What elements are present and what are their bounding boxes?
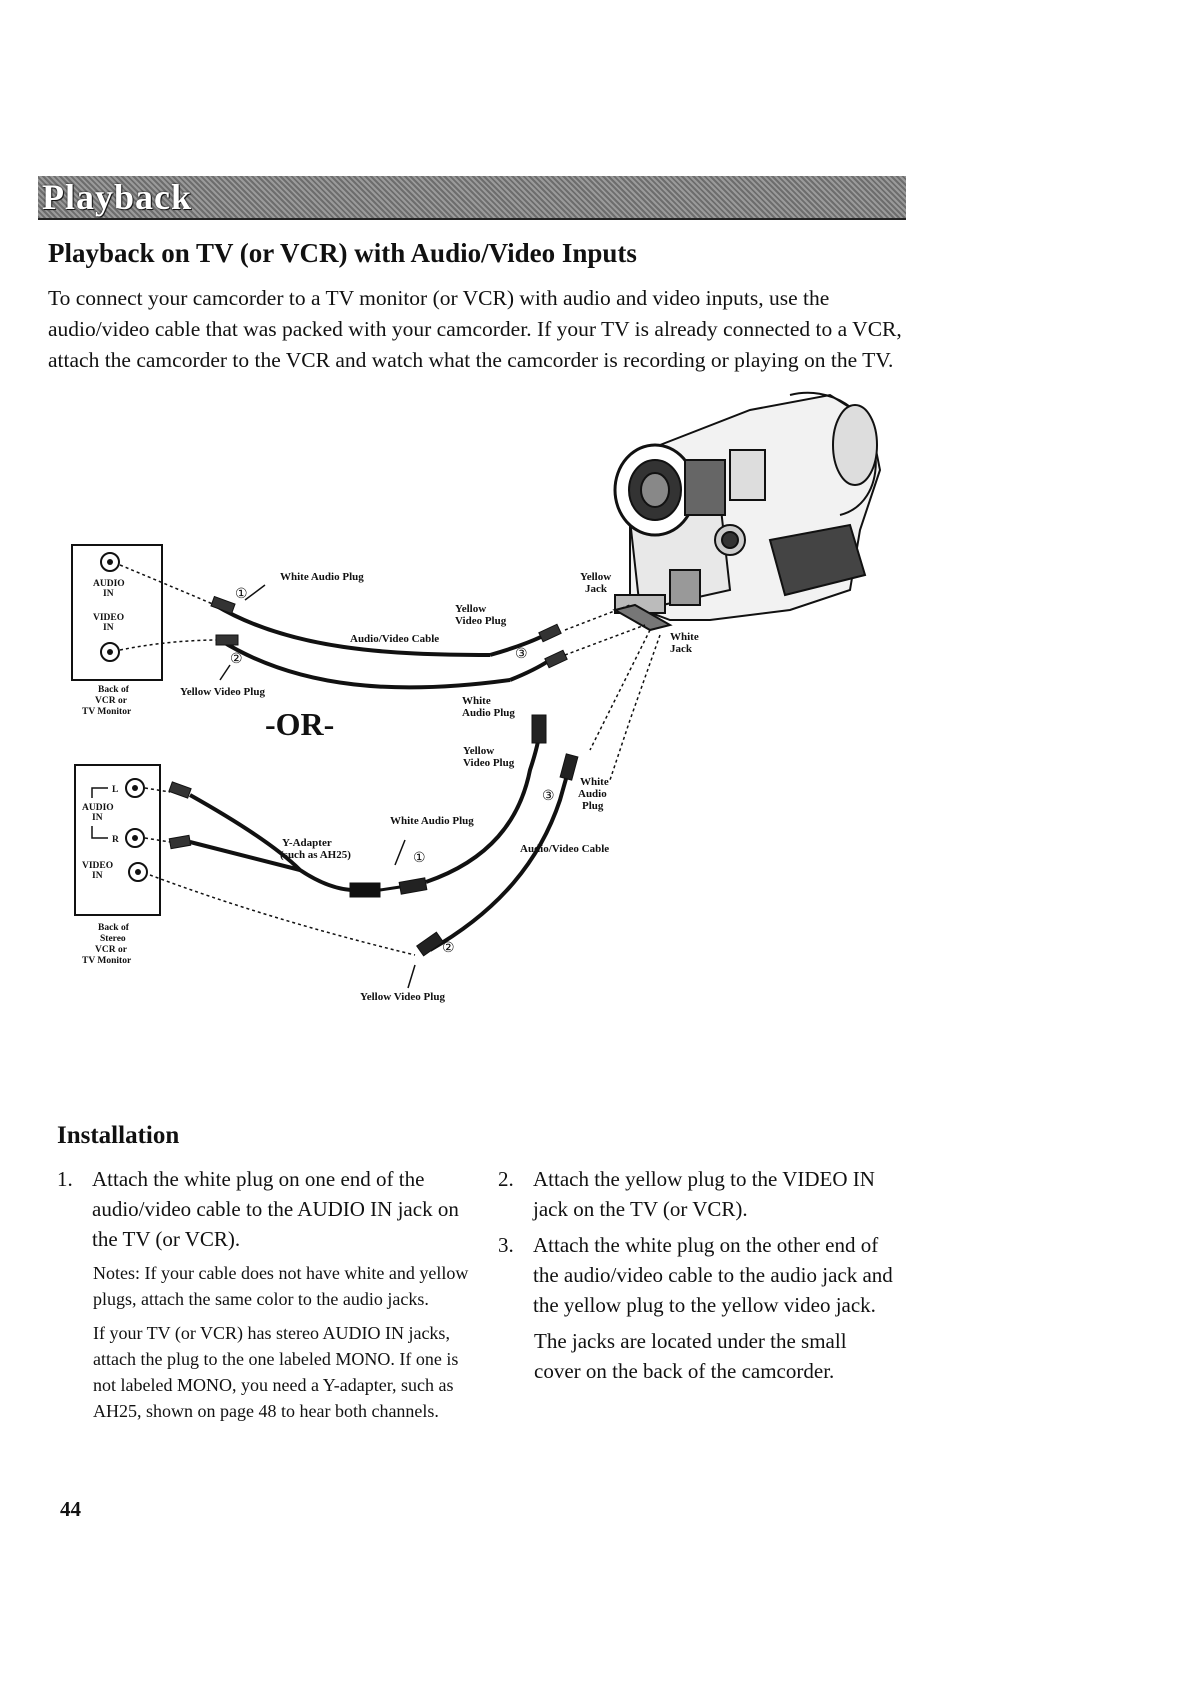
bottom-audio-in-label-2: IN [92,813,103,823]
section-banner: Playback [38,176,906,220]
bottom-caption-3: VCR or [95,945,128,955]
step-2-number: 2. [498,1167,514,1191]
av-cable-label-top: Audio/Video Cable [350,633,439,645]
or-label: -OR- [265,706,334,742]
video-plug-label-2: Video Plug [463,757,515,769]
top-caption-1: Back of [98,685,130,695]
top-caption-3: TV Monitor [82,707,132,717]
marker-1-top: ① [235,587,248,602]
bottom-video-in-label: VIDEO [82,861,113,871]
audio-in-label: AUDIO [93,579,125,589]
installation-column-left: 1. Attach the white plug on one end of t… [57,1164,477,1432]
marker-2-bottom: ② [442,941,455,956]
yellow-video-plug-label-top: Yellow Video Plug [180,686,265,698]
yellow-jack-label: Yellow [580,571,611,583]
step-2-text: Attach the yellow plug to the VIDEO IN j… [533,1167,875,1221]
video-plug-label: Video Plug [455,615,507,627]
y-adapter-example-label: (such as AH25) [280,849,351,861]
white-jack-label-2: Jack [670,643,693,655]
marker-2-top: ② [230,652,243,667]
yellow-label: Yellow [455,603,486,615]
step-3-text: Attach the white plug on the other end o… [533,1233,893,1317]
bottom-caption-4: TV Monitor [82,956,132,966]
left-channel-label: L [112,785,118,795]
white-jack-label: White [670,631,699,643]
bottom-video-in-label-2: IN [92,871,103,881]
intro-paragraph: To connect your camcorder to a TV monito… [48,286,902,372]
y-adapter-label: Y-Adapter [282,837,332,849]
yellow-jack-label-2: Jack [585,583,608,595]
audio-plug-label: Audio Plug [462,707,515,719]
video-in-label-2: IN [103,623,114,633]
step-3: 3. Attach the white plug on the other en… [498,1230,898,1320]
bottom-caption-1: Back of [98,923,130,933]
installation-column-right: 2. Attach the yellow plug to the VIDEO I… [498,1164,898,1386]
jacks-location-note: The jacks are located under the small co… [534,1329,847,1383]
page-number: 44 [60,1497,81,1521]
step-3-number: 3. [498,1233,514,1257]
step-1-text: Attach the white plug on one end of the … [92,1167,459,1251]
white-audio-plug-label-2: White Audio Plug [390,815,474,827]
connection-diagram: AUDIO IN VIDEO IN Back of VCR or TV Moni… [71,391,882,1003]
av-cable-label-bottom: Audio/Video Cable [520,843,609,855]
notes-text: Notes: If your cable does not have white… [93,1263,469,1309]
top-cable [119,564,661,781]
bottom-panel: L AUDIO IN R VIDEO IN Back of Stereo VCR… [74,764,161,966]
plug-label-3: Plug [582,800,604,812]
audio-label-3: Audio [578,788,607,800]
camcorder-illustration [612,391,882,632]
step-1: 1. Attach the white plug on one end of t… [57,1164,477,1254]
top-caption-2: VCR or [95,696,128,706]
yellow-video-plug-label-bottom: Yellow Video Plug [360,991,445,1003]
marker-3-top: ③ [515,647,528,662]
installation-heading: Installation [57,1122,180,1149]
step-1-number: 1. [57,1167,73,1191]
audio-in-label-2: IN [103,589,114,599]
white-audio-plug-label: White Audio Plug [280,571,364,583]
bottom-caption-2: Stereo [100,934,126,944]
bottom-audio-in-label: AUDIO [82,803,114,813]
step-2: 2. Attach the yellow plug to the VIDEO I… [498,1164,898,1224]
bottom-cable [144,714,579,989]
right-channel-label: R [112,835,119,845]
white-label-3: White [580,776,609,788]
white-label: White [462,695,491,707]
top-panel: AUDIO IN VIDEO IN Back of VCR or TV Moni… [71,544,163,717]
marker-3-bottom: ③ [542,789,555,804]
stereo-note-text: If your TV (or VCR) has stereo AUDIO IN … [93,1323,459,1421]
section-title: Playback [42,177,193,217]
yellow-label-2: Yellow [463,745,494,757]
marker-1-bottom: ① [413,851,426,866]
video-in-label: VIDEO [93,613,124,623]
page-title: Playback on TV (or VCR) with Audio/Video… [48,238,637,268]
